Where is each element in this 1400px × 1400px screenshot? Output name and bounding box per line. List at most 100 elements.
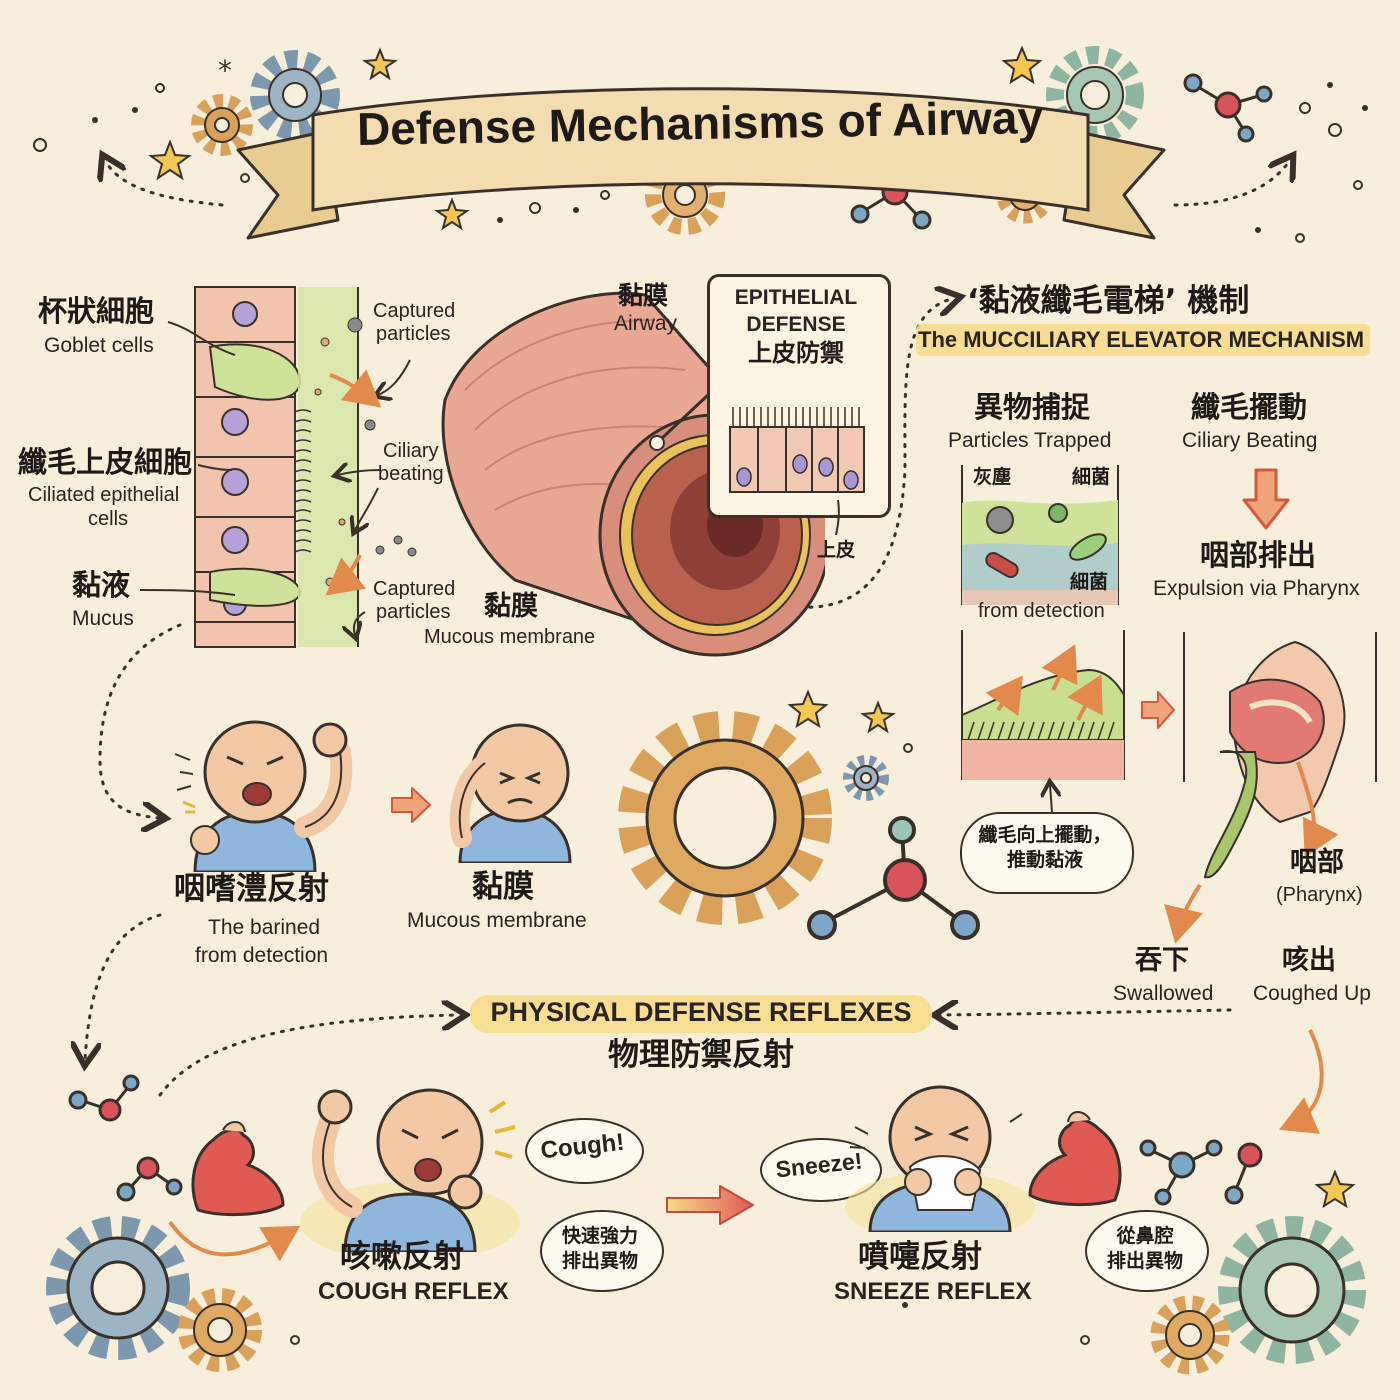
cough-reflex-en: COUGH REFLEX bbox=[318, 1278, 509, 1305]
dot-decor bbox=[33, 83, 1363, 1345]
gear-icon bbox=[250, 50, 340, 140]
right-arrow-icon bbox=[1141, 691, 1175, 729]
mucous-membrane-zh: 黏膜 bbox=[484, 591, 538, 622]
gear-icon bbox=[843, 755, 889, 801]
particles-trapped-zh: 異物捕捉 bbox=[974, 390, 1091, 424]
sparkle-icon: * bbox=[218, 54, 232, 87]
captured-particles-bottom-1: Captured bbox=[373, 578, 456, 600]
mucus-en: Mucus bbox=[72, 607, 134, 630]
reflex-label-en-1: The barined bbox=[208, 916, 321, 939]
cough-note-bubble bbox=[540, 1210, 664, 1292]
star-icon bbox=[148, 45, 1356, 1209]
ciliary-beating-en: Ciliary Beating bbox=[1182, 429, 1318, 452]
swallowed-en: Swallowed bbox=[1113, 982, 1214, 1005]
pharynx-illustration bbox=[1183, 632, 1377, 879]
physical-title-zh: 物理防禦反射 bbox=[608, 1037, 794, 1073]
molecule-icon bbox=[116, 1156, 183, 1202]
gear-icon bbox=[618, 711, 832, 925]
right-arrow-icon bbox=[391, 787, 431, 823]
mucous-membrane-en: Mucous membrane bbox=[424, 626, 596, 648]
cough-note-line-1: 快速強力 bbox=[561, 1225, 638, 1247]
captured-particles-top-2: particles bbox=[376, 323, 451, 345]
gear-icon bbox=[191, 94, 253, 156]
goblet-cells-zh: 杯狀細胞 bbox=[38, 294, 155, 328]
physical-title-highlight bbox=[470, 995, 932, 1033]
dotted-path-reflex-left bbox=[158, 1015, 460, 1097]
title-ribbon bbox=[236, 87, 1166, 240]
ciliary-beating-zh: 纖毛擺動 bbox=[1191, 390, 1308, 424]
cough-note-line-2: 排出異物 bbox=[561, 1250, 638, 1272]
ciliated-cells-en-2: cells bbox=[88, 508, 129, 530]
cilia-speech-bubble bbox=[960, 812, 1134, 894]
coughed-zh: 咳出 bbox=[1282, 945, 1336, 976]
expulsion-zh: 咽部排出 bbox=[1200, 538, 1317, 572]
inset-title-1: EPITHELIAL bbox=[734, 286, 858, 309]
inset-title-2: DEFENSE bbox=[746, 313, 846, 336]
particles-trapped-illustration bbox=[961, 465, 1119, 605]
molecule-icon bbox=[1183, 73, 1273, 143]
cilia-bubble-line-2: 推動黏液 bbox=[1006, 849, 1083, 871]
pharynx-en: (Pharynx) bbox=[1276, 884, 1363, 906]
sneeze-note-line-1: 從鼻腔 bbox=[1116, 1225, 1174, 1247]
captured-particles-bottom-2: particles bbox=[376, 601, 451, 623]
physical-title-en: PHYSICAL DEFENSE REFLEXES bbox=[490, 997, 912, 1027]
middle-membrane-en: Mucous membrane bbox=[407, 909, 587, 932]
elevator-title-en: The MUCCILIARY ELEVATOR MECHANISM bbox=[918, 327, 1365, 352]
dotted-path-right-top bbox=[1173, 160, 1290, 207]
sneeze-note-bubble bbox=[1085, 1210, 1209, 1292]
reflex-label-zh: 咽嗜澧反射 bbox=[174, 871, 329, 907]
gear-icon bbox=[1150, 1295, 1230, 1375]
goblet-cells-en: Goblet cells bbox=[44, 334, 154, 357]
dotted-path-mucus-person bbox=[98, 623, 182, 818]
dotted-path-left-top bbox=[105, 160, 224, 207]
elevator-title-highlight bbox=[916, 324, 1370, 356]
sneeze-reflex-zh: 噴嚏反射 bbox=[858, 1239, 982, 1275]
airway-label-zh: 黏膜 bbox=[618, 281, 669, 310]
reflex-label-en-2: from detection bbox=[195, 944, 329, 967]
coughed-en: Coughed Up bbox=[1253, 982, 1371, 1005]
ciliary-beating-1: Ciliary bbox=[383, 440, 439, 462]
cough-reflex-zh: 咳嗽反射 bbox=[340, 1239, 464, 1275]
muscle-arm-icon bbox=[1028, 1111, 1122, 1207]
ciliated-cells-en-1: Ciliated epithelial bbox=[28, 484, 180, 506]
cough-speech-bubble bbox=[525, 1118, 644, 1184]
molecule-icon bbox=[68, 1074, 140, 1122]
pharynx-zh: 咽部 bbox=[1290, 847, 1344, 878]
gear-icon bbox=[46, 1216, 190, 1360]
cilia-movement-illustration bbox=[961, 630, 1125, 780]
inset-title-zh: 上皮防禦 bbox=[748, 339, 844, 367]
particles-trapped-en: Particles Trapped bbox=[948, 429, 1112, 452]
muscle-arm-icon bbox=[191, 1121, 285, 1217]
ciliated-cells-zh: 纖毛上皮細胞 bbox=[18, 445, 193, 479]
dotted-path-reflex-right bbox=[940, 1010, 1232, 1015]
middle-membrane-zh: 黏膜 bbox=[472, 869, 534, 905]
swallowed-zh: 吞下 bbox=[1135, 945, 1189, 976]
bacteria-label-2: 細菌 bbox=[1070, 571, 1109, 593]
captured-particles-top-1: Captured bbox=[373, 300, 456, 322]
airway-label-en: Airway bbox=[614, 312, 678, 335]
ciliary-beating-2: beating bbox=[378, 463, 444, 485]
molecule-icon bbox=[1139, 1139, 1263, 1206]
dust-label: 灰塵 bbox=[973, 466, 1012, 488]
person-reflex-illustration bbox=[174, 720, 353, 872]
epithelium-label: 上皮 bbox=[817, 539, 856, 561]
from-detection-label: from detection bbox=[978, 600, 1105, 622]
molecule-icon bbox=[807, 816, 980, 940]
elevator-title-zh: ‘黏液纖毛電梯’ 機制 bbox=[967, 283, 1250, 319]
gear-icon bbox=[1218, 1216, 1366, 1364]
inset-epithelium-drawing bbox=[729, 407, 865, 493]
gear-icon bbox=[178, 1288, 262, 1372]
cough-person-illustration bbox=[300, 1088, 520, 1252]
expulsion-en: Expulsion via Pharynx bbox=[1153, 577, 1360, 600]
bacteria-label-1: 細菌 bbox=[1072, 466, 1111, 488]
person-headache-illustration bbox=[449, 723, 572, 863]
sneeze-note-line-2: 排出異物 bbox=[1106, 1250, 1183, 1272]
sneeze-reflex-en: SNEEZE REFLEX bbox=[834, 1278, 1032, 1305]
sneeze-person-illustration bbox=[845, 1085, 1035, 1232]
mucus-zh: 黏液 bbox=[72, 568, 131, 602]
